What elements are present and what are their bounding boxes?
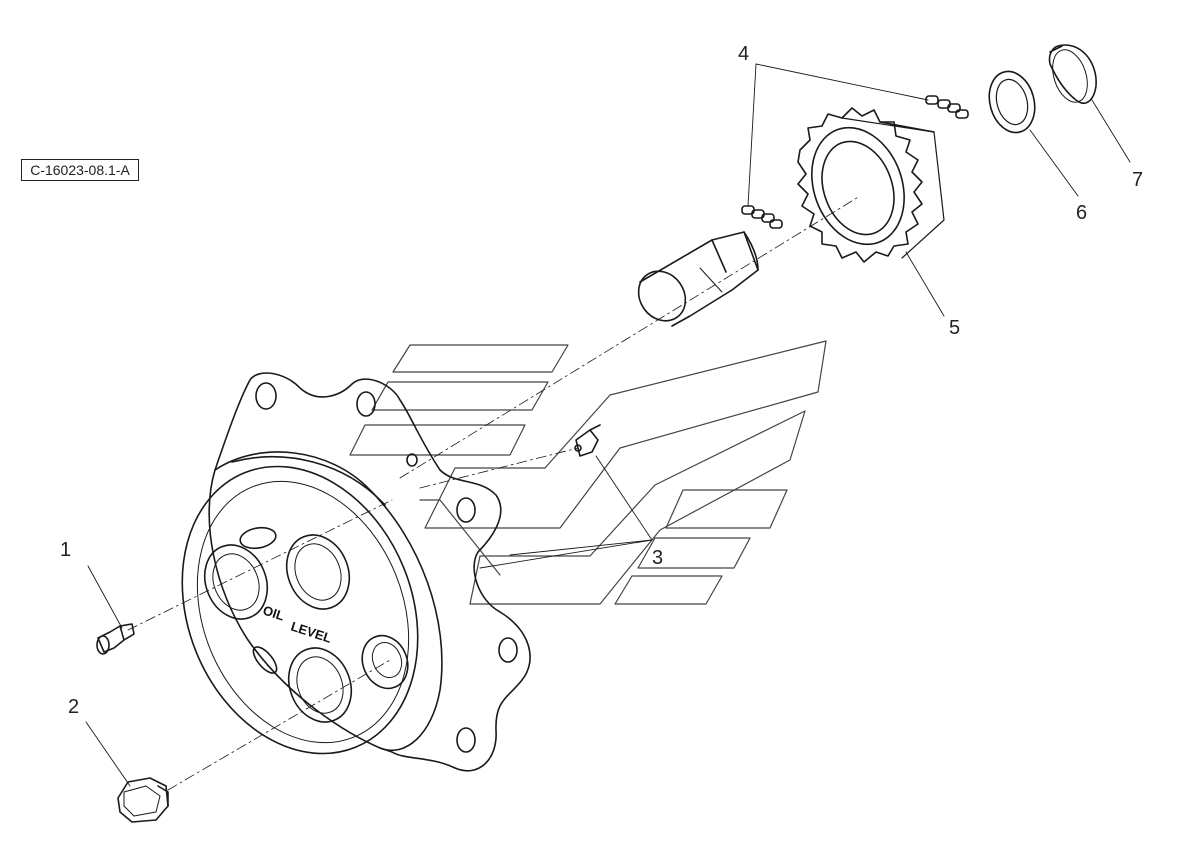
part-4-pin-group-right xyxy=(925,95,969,119)
callout-4: 4 xyxy=(738,43,749,65)
callout-7: 7 xyxy=(1132,169,1143,191)
watermark-logo xyxy=(349,340,827,605)
wheel-hub-housing xyxy=(181,372,531,772)
callout-1: 1 xyxy=(60,539,71,561)
hub-level-text: LEVEL xyxy=(289,619,334,646)
axis-plug xyxy=(167,659,391,791)
leader-line-5 xyxy=(905,251,945,317)
part-5-gear xyxy=(797,107,945,263)
callout-5: 5 xyxy=(949,317,960,339)
part-7-snap-ring xyxy=(1048,44,1097,104)
part-4-pin-group-left xyxy=(741,205,783,229)
drawing-reference-label: C-16023-08.1-A xyxy=(21,159,139,181)
spindle-shaft xyxy=(637,231,759,327)
hub-oil-text: OIL xyxy=(261,603,286,624)
leader-line-7 xyxy=(1091,99,1131,163)
part-6-ring xyxy=(988,70,1036,134)
part-1-screw xyxy=(96,623,135,655)
leader-line-1 xyxy=(87,565,123,629)
assembly-axes xyxy=(127,195,861,791)
leader-line-3a xyxy=(595,455,653,541)
axis-screw xyxy=(127,499,393,631)
part-3-grease-fitting xyxy=(574,424,601,457)
leader-line-2 xyxy=(85,721,131,787)
leader-lines xyxy=(85,63,1131,787)
leader-line-3c xyxy=(509,539,653,556)
axis-fitting xyxy=(419,447,579,489)
leader-line-3b xyxy=(479,539,653,569)
leader-line-6 xyxy=(1029,129,1079,197)
leader-line-4a xyxy=(747,63,757,207)
callout-2: 2 xyxy=(68,696,79,718)
leader-line-4b xyxy=(755,63,929,101)
callout-6: 6 xyxy=(1076,202,1087,224)
axis-main xyxy=(399,195,861,479)
callout-3: 3 xyxy=(652,547,663,569)
part-2-plug xyxy=(117,777,169,823)
